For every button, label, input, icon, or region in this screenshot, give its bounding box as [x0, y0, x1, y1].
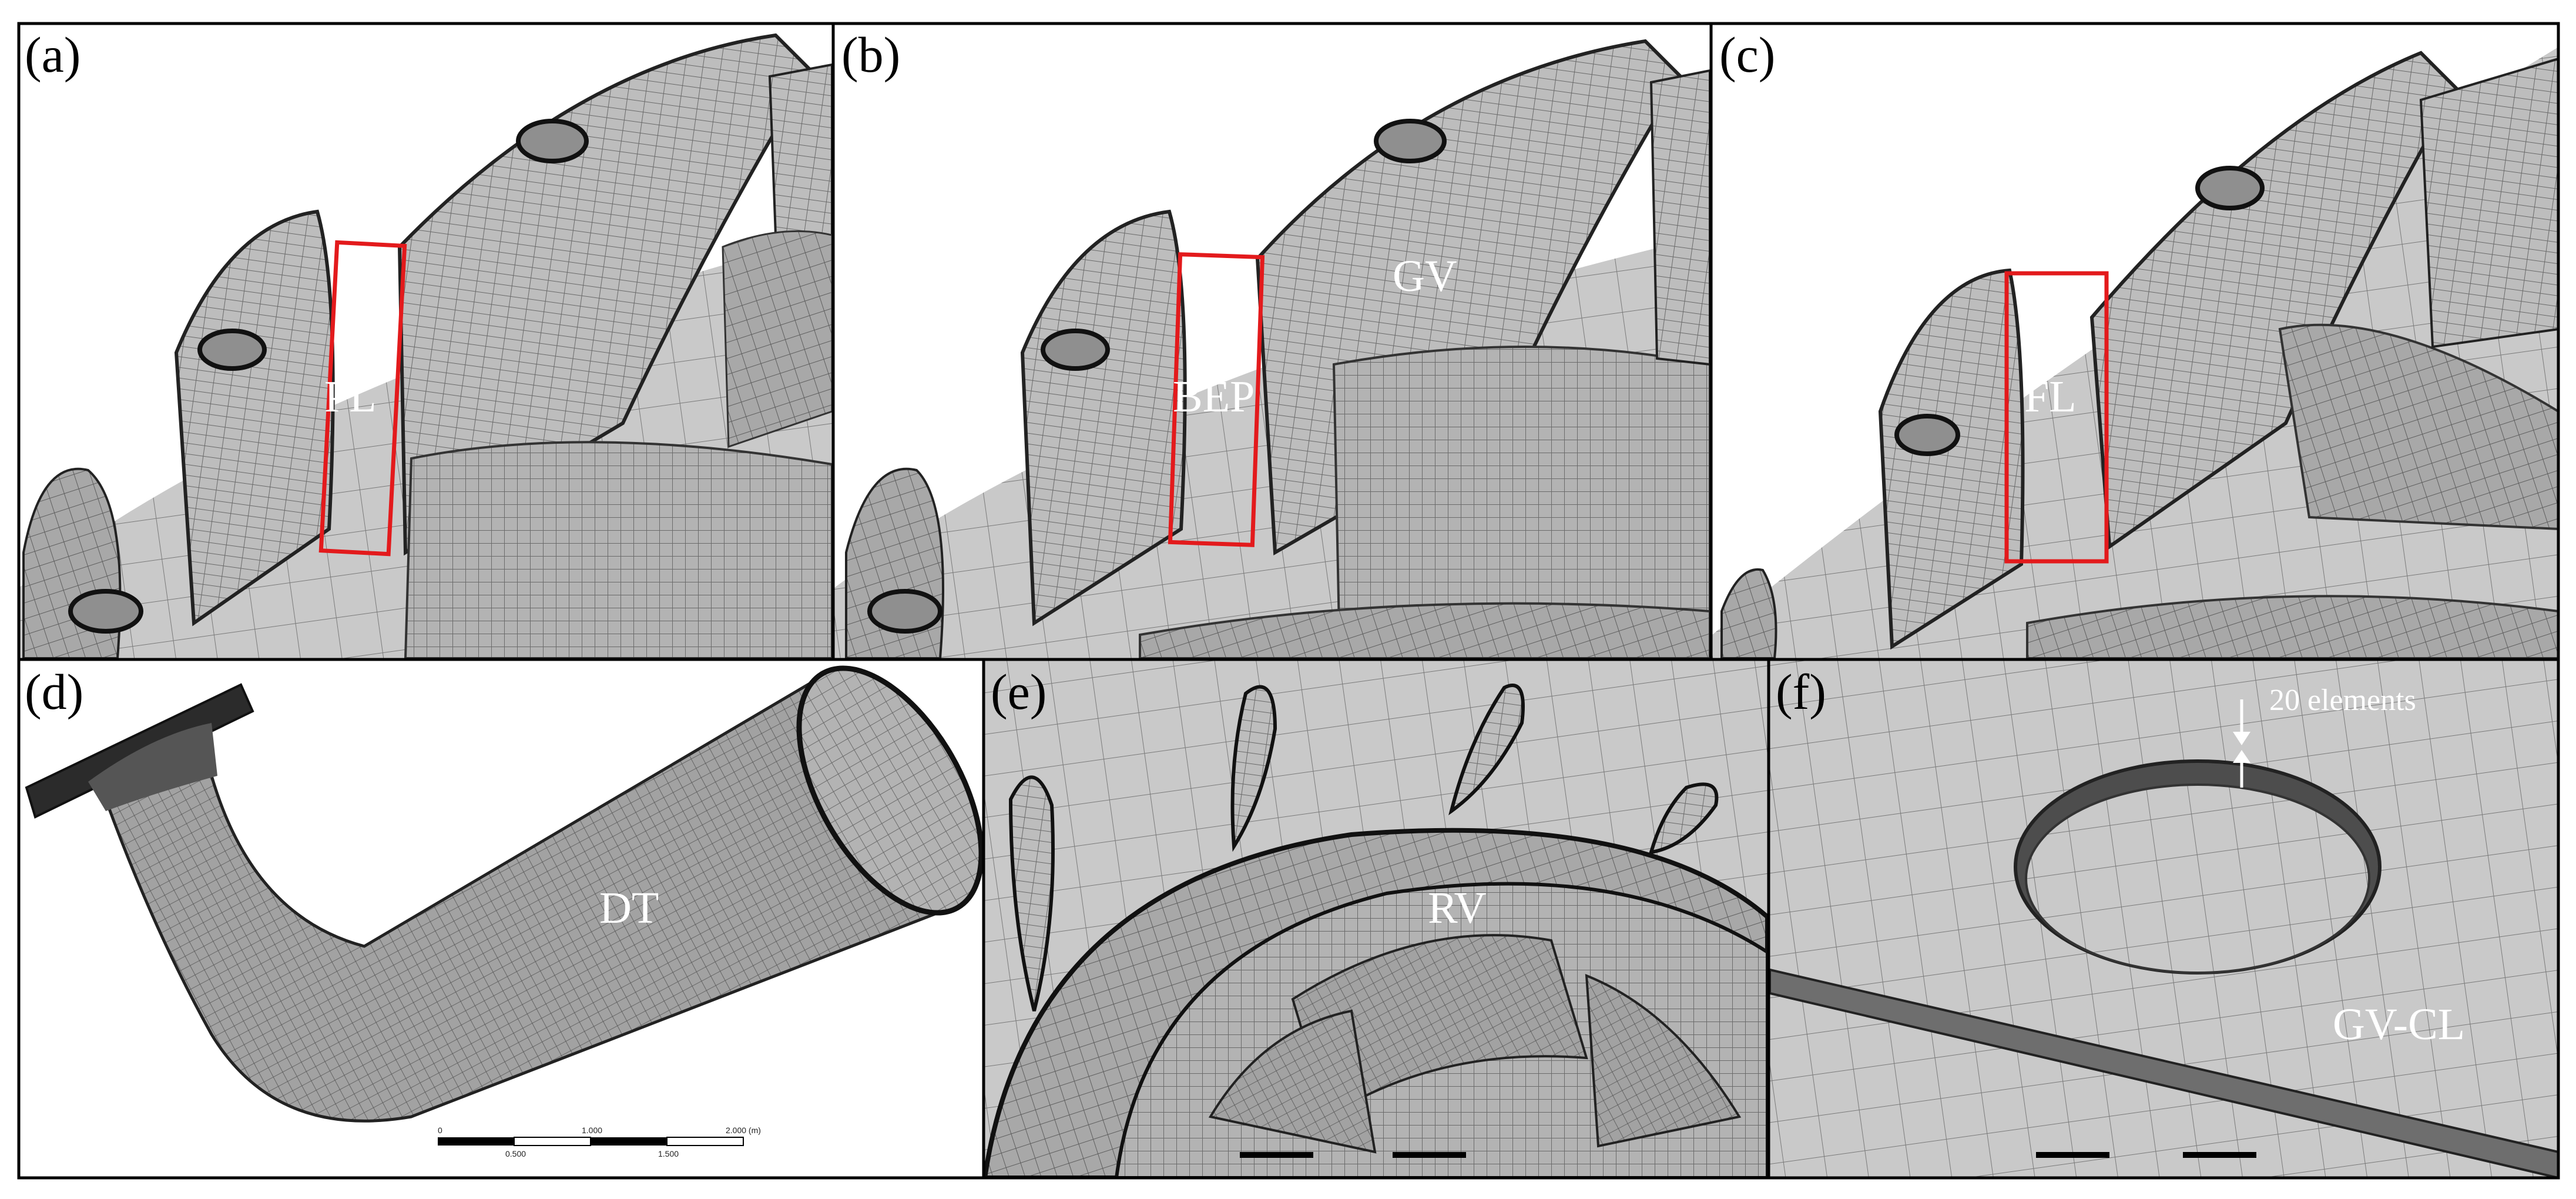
shaft-edge: [1770, 968, 2558, 1178]
scale-tick: 0: [438, 1126, 442, 1135]
annotation-20-elements: 20 elements: [2269, 684, 2416, 717]
scale-tick: 1.000: [582, 1126, 602, 1135]
panel-c: (c) FL: [1712, 24, 2558, 658]
guide-vane-small: [174, 209, 335, 627]
vane-hole-icon: [68, 589, 143, 634]
region-label-fl: FL: [2024, 372, 2077, 421]
part-label-gv-cl: GV-CL: [2333, 1000, 2465, 1049]
vane-hole-icon: [516, 119, 589, 163]
part-label-dt: DT: [599, 883, 659, 933]
draft-tube-mesh: [103, 674, 960, 1123]
panel-label-a: (a): [25, 26, 80, 83]
part-label-rv: RV: [1428, 883, 1487, 933]
region-box-bep: [1168, 252, 1265, 547]
region-label-pl: PL: [324, 372, 377, 421]
vane-hole-icon: [867, 589, 942, 634]
panel-label-b: (b): [841, 26, 900, 83]
panel-f: 20 elements GV-CL (f): [1770, 661, 2558, 1178]
panel-label-f: (f): [1776, 664, 1826, 720]
panel-e: RV (e): [985, 661, 1767, 1178]
panel-label-c: (c): [1719, 26, 1775, 83]
region-label-bep: BEP: [1173, 372, 1255, 421]
draft-tube-outlet: [796, 665, 982, 916]
arrow-down-icon: [2233, 699, 2250, 745]
panel-label-d: (d): [25, 664, 83, 720]
scale-tick: 2.000 (m): [726, 1126, 761, 1135]
panel-d: DT 0 1.000 2.000 (m) 0.500 1.500 (d): [19, 661, 982, 1178]
vane-hole-icon: [1374, 119, 1447, 163]
panel-a: (a) PL: [19, 24, 832, 658]
arrow-up-icon: [2233, 750, 2250, 788]
vane-hole-icon: [1041, 329, 1110, 371]
vane-hole-icon: [197, 329, 267, 371]
vane-hole-icon: [1894, 414, 1960, 456]
region-box-pl: [318, 240, 407, 557]
scale-tick: 0.500: [505, 1149, 526, 1158]
panel-label-e: (e): [991, 664, 1046, 720]
panel-borders: [17, 22, 2560, 1180]
scale-tick: 1.500: [658, 1149, 679, 1158]
scale-bar-d: 0 1.000 2.000 (m) 0.500 1.500: [438, 1126, 761, 1158]
panel-b: (b) BEP GV: [834, 24, 1710, 658]
part-label-gv: GV: [1393, 252, 1457, 301]
vane-hole-icon: [2195, 166, 2265, 210]
region-box-fl: [2004, 271, 2109, 564]
